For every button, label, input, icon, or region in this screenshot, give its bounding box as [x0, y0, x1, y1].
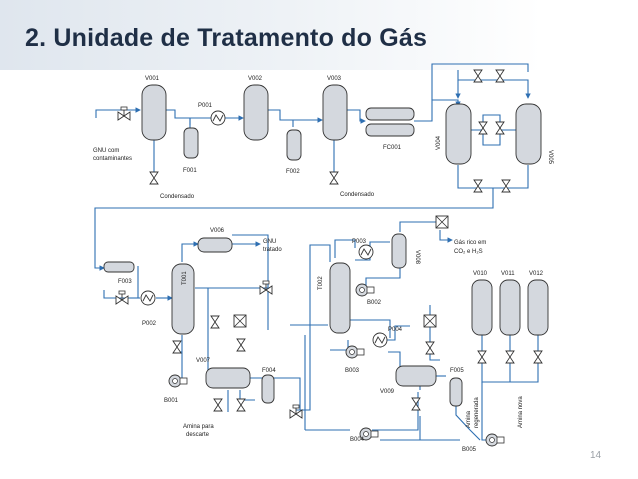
tag-v006: V006 [210, 228, 225, 234]
filter-f005 [449, 377, 463, 407]
pump-b003 [345, 345, 365, 359]
label-gnu-tratado-1: GNU [263, 239, 276, 245]
exchanger-p001 [210, 110, 226, 126]
tag-v011: V011 [501, 271, 515, 277]
tag-v002: V002 [248, 76, 263, 82]
tag-f005: F005 [450, 368, 464, 374]
tag-b001: B001 [164, 398, 179, 404]
label-condensado-2: Condensado [340, 192, 375, 198]
valve-condensate-2 [329, 171, 339, 185]
tag-t002: T002 [318, 276, 324, 290]
label-amina-descarte-2: descarte [186, 432, 210, 438]
filter-fc001-bottom [365, 123, 415, 137]
tag-f003: F003 [118, 279, 132, 285]
valve-p004 [425, 341, 435, 355]
valve-bypass-2 [495, 121, 505, 135]
tag-v012: V012 [529, 271, 544, 277]
vessel-v006 [197, 237, 233, 253]
tag-b002: B002 [367, 300, 382, 306]
pump-b001 [168, 374, 188, 388]
valve-v004-top [473, 69, 483, 83]
tag-p002: P002 [142, 321, 157, 327]
valve-inlet [117, 106, 131, 121]
tag-f002: F002 [286, 169, 300, 175]
valve-amine-2 [236, 338, 246, 352]
vessel-v004 [445, 103, 472, 165]
tag-v001: V001 [145, 76, 160, 82]
filter-f002 [286, 129, 302, 161]
exchanger-p003 [358, 244, 374, 260]
label-amina-regenerada-1: Amina [466, 410, 472, 428]
valve-gnu [259, 280, 273, 295]
valve-v011 [505, 350, 515, 364]
pump-b005 [485, 433, 505, 447]
tag-f004: F004 [262, 368, 276, 374]
valve-v010 [477, 350, 487, 364]
label-gas-rico-1: Gás rico em [454, 240, 486, 246]
label-gnu-in-1: GNU com [93, 148, 119, 154]
tag-v010: V010 [473, 271, 488, 277]
tag-v004: V004 [436, 135, 442, 150]
tag-v003: V003 [327, 76, 342, 82]
column-t001 [171, 263, 195, 335]
valve-v005-top [495, 69, 505, 83]
valve-t001-bottom [172, 340, 182, 354]
tank-v012 [527, 279, 549, 336]
label-gnu-in-2: contaminantes [93, 156, 132, 162]
vessel-v001 [141, 84, 167, 141]
valve-amine-1 [210, 315, 220, 329]
filter-fc001-top [365, 107, 415, 121]
label-amina-descarte-1: Amina para [183, 424, 214, 430]
valve-v005-bottom [501, 179, 511, 193]
vessel-v008 [391, 233, 407, 269]
valve-bypass-1 [478, 121, 488, 135]
label-gas-rico-2: CO₂ e H₂S [454, 249, 483, 255]
tag-b004: B004 [350, 437, 365, 443]
filter-f001 [183, 127, 199, 159]
vessel-v003 [322, 84, 348, 141]
filter-f003 [103, 261, 135, 273]
vessel-v009 [395, 365, 437, 387]
tank-v011 [499, 279, 521, 336]
label-gnu-tratado-2: tratado [263, 247, 282, 253]
tag-v008: V008 [414, 250, 420, 265]
exchanger-p004 [372, 332, 388, 348]
label-amina-nova: Amina nova [518, 396, 524, 428]
tag-v005: V005 [547, 150, 553, 165]
title-banner [0, 0, 638, 70]
tag-v009: V009 [380, 389, 395, 395]
tag-p003: P003 [352, 239, 367, 245]
tag-fc001: FC001 [383, 145, 402, 151]
page-number: 14 [590, 450, 602, 461]
label-condensado-1: Condensado [160, 194, 195, 200]
tag-v007: V007 [196, 358, 211, 364]
tag-p001: P001 [198, 103, 213, 109]
label-amina-regenerada-2: regenerada [474, 397, 480, 428]
valve-v009 [411, 397, 421, 411]
tag-b003: B003 [345, 368, 360, 374]
filter-f004 [261, 374, 275, 404]
valve-v007-2 [236, 398, 246, 412]
tag-b005: B005 [462, 447, 477, 453]
tag-p004: P004 [388, 327, 403, 333]
pump-b002 [355, 283, 375, 297]
vessel-v007 [205, 367, 251, 389]
tag-f001: F001 [183, 168, 197, 174]
vessel-v005 [515, 103, 542, 165]
valve-v012 [533, 350, 543, 364]
exchanger-p002 [140, 290, 156, 306]
valve-v007-1 [213, 398, 223, 412]
valve-condensate-1 [149, 171, 159, 185]
tank-v010 [471, 279, 493, 336]
valve-f003 [115, 290, 129, 305]
vessel-v002 [243, 84, 269, 141]
valve-v004-bottom [473, 179, 483, 193]
slide-title: 2. Unidade de Tratamento do Gás [25, 24, 428, 52]
tag-t001: T001 [182, 271, 188, 285]
column-t002 [329, 262, 351, 334]
